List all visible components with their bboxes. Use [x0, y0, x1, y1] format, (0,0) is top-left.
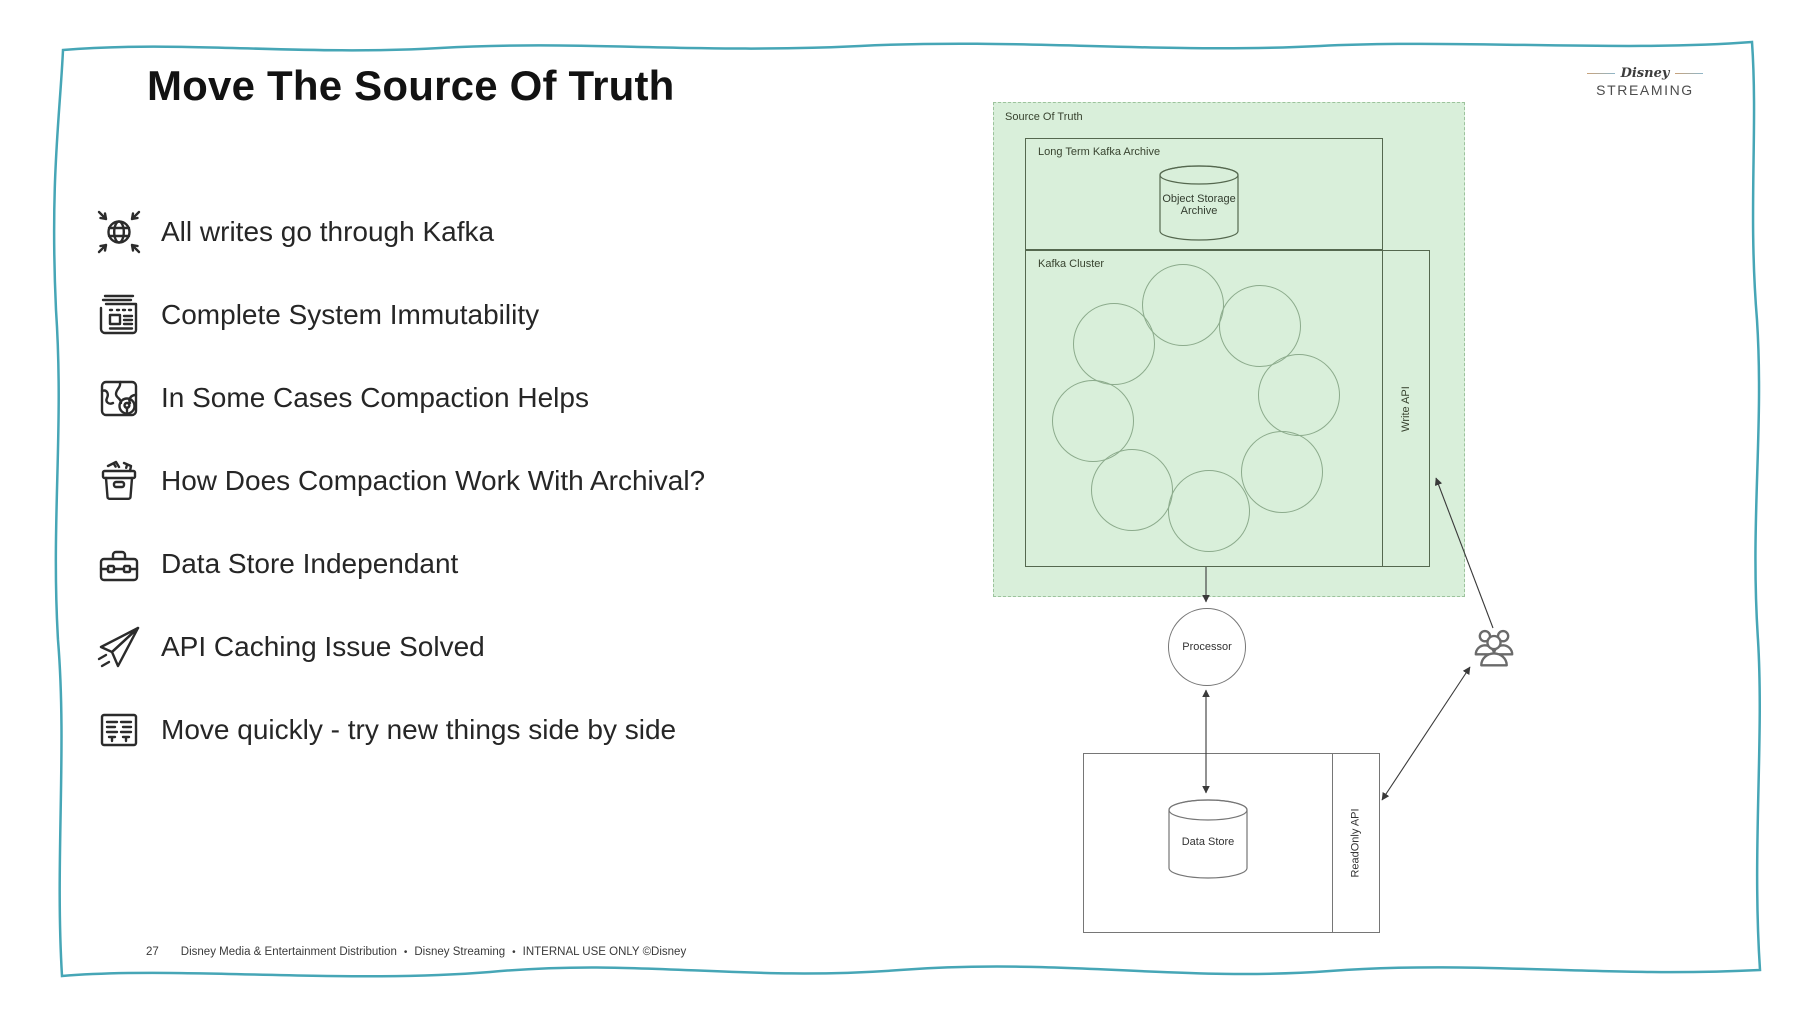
- list-item: In Some Cases Compaction Helps: [93, 356, 753, 439]
- footer-item: INTERNAL USE ONLY ©Disney: [522, 946, 687, 958]
- bullet-label: Data Store Independant: [161, 547, 459, 579]
- logo-rule-right: [1675, 73, 1704, 74]
- archive-box-icon: [93, 455, 145, 507]
- list-item: Move quickly - try new things side by si…: [93, 688, 753, 771]
- toolbox-icon: [93, 538, 145, 590]
- page-title: Move The Source Of Truth: [147, 62, 675, 109]
- processor-label: Processor: [1182, 641, 1232, 653]
- kafka-broker-circle: [1073, 303, 1155, 385]
- kafka-broker-circle: [1052, 380, 1134, 462]
- arrow-readonly-api-users: [1381, 666, 1471, 801]
- bullet-label: All writes go through Kafka: [161, 215, 495, 247]
- long-term-kafka-archive-box: [1025, 138, 1383, 250]
- list-item: Data Store Independant: [93, 522, 753, 605]
- footer-separator: •: [403, 946, 408, 958]
- logo-rule-left: [1586, 73, 1615, 74]
- kafka-broker-circle: [1219, 285, 1301, 367]
- write-api-box: Write API: [1382, 250, 1430, 567]
- logo-brand-script: Disney: [1620, 66, 1670, 81]
- paper-plane-icon: [93, 621, 145, 673]
- footer-separator: •: [512, 946, 516, 958]
- write-api-label: Write API: [1400, 385, 1412, 432]
- kafka-cluster-label: Kafka Cluster: [1038, 258, 1105, 270]
- bullet-label: API Caching Issue Solved: [161, 630, 485, 662]
- logo-brand-sub: STREAMING: [1596, 82, 1694, 98]
- footer-item: Disney Streaming: [414, 946, 506, 958]
- data-store-label: Data Store: [1181, 836, 1235, 848]
- map-location-icon: [93, 372, 145, 424]
- kafka-broker-circle: [1168, 470, 1250, 552]
- kafka-broker-circle: [1142, 264, 1224, 346]
- slide-footer: 27 Disney Media & Entertainment Distribu…: [146, 946, 686, 958]
- page-number: 27: [146, 946, 159, 958]
- list-item: API Caching Issue Solved: [93, 605, 753, 688]
- bullet-label: Complete System Immutability: [161, 298, 540, 330]
- source-of-truth-label: Source Of Truth: [1005, 111, 1083, 123]
- side-by-side-columns-icon: [93, 704, 145, 756]
- data-store-cylinder: [1168, 799, 1248, 879]
- globe-inward-arrows-icon: [93, 206, 145, 258]
- bullet-list: All writes go through Kafka Complete Sys…: [93, 190, 753, 771]
- processor-circle: Processor: [1168, 608, 1246, 686]
- object-storage-label: Object Storage Archive: [1162, 193, 1236, 217]
- newspaper-icon: [93, 289, 145, 341]
- users-group-icon: [1474, 629, 1514, 667]
- object-storage-cylinder: [1159, 165, 1239, 241]
- bullet-label: How Does Compaction Work With Archival?: [161, 464, 706, 496]
- footer-item: Disney Media & Entertainment Distributio…: [180, 946, 397, 958]
- list-item: Complete System Immutability: [93, 273, 753, 356]
- bullet-label: In Some Cases Compaction Helps: [161, 381, 589, 413]
- list-item: All writes go through Kafka: [93, 190, 753, 273]
- bullet-label: Move quickly - try new things side by si…: [161, 713, 677, 745]
- kafka-broker-circle: [1091, 449, 1173, 531]
- readonly-api-box: ReadOnly API: [1332, 753, 1380, 933]
- list-item: How Does Compaction Work With Archival?: [93, 439, 753, 522]
- kafka-broker-circle: [1241, 431, 1323, 513]
- readonly-api-label: ReadOnly API: [1350, 808, 1362, 878]
- long-term-kafka-archive-label: Long Term Kafka Archive: [1038, 146, 1161, 158]
- disney-streaming-logo: Disney STREAMING: [1570, 66, 1720, 98]
- kafka-broker-circle: [1258, 354, 1340, 436]
